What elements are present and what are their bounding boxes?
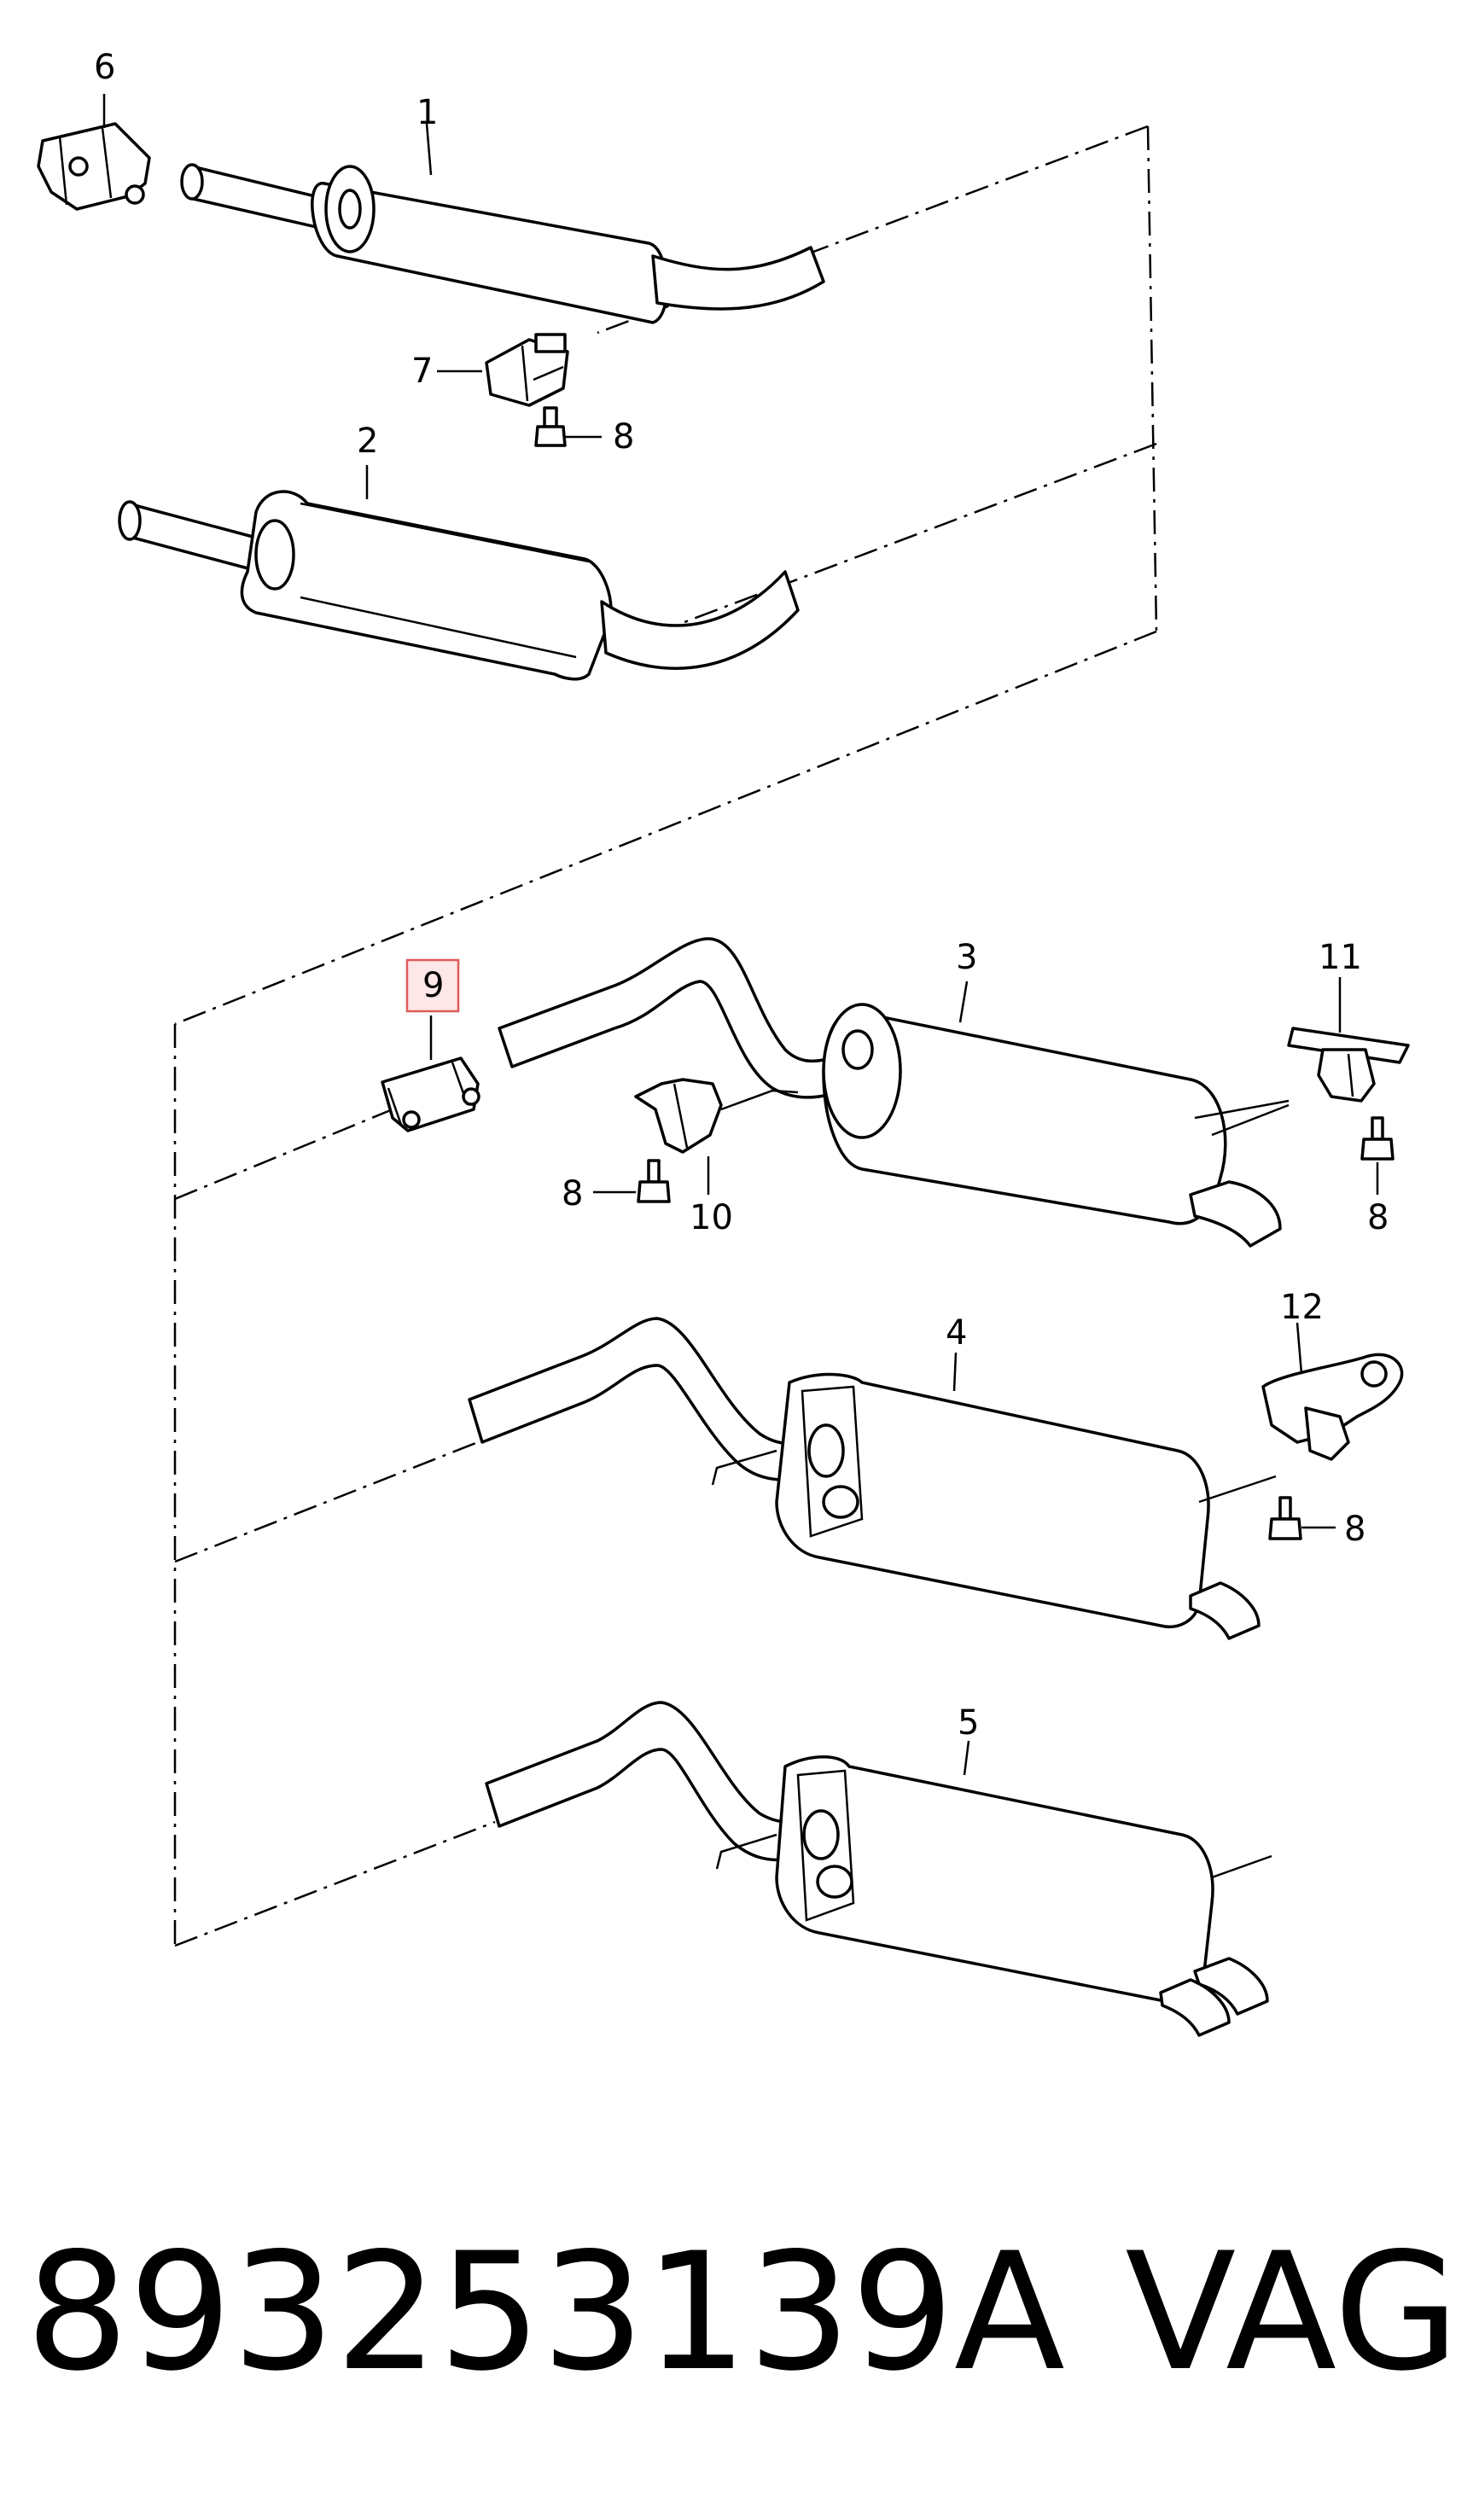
callout-3: 3 xyxy=(956,938,977,977)
callout-labels: 6 1 7 8 2 3 11 9 8 10 8 12 4 8 5 xyxy=(94,48,1389,1743)
callout-2: 2 xyxy=(357,422,378,461)
part-3-rear-muffler xyxy=(498,937,1290,1248)
group-frame-lines xyxy=(173,125,1158,1947)
part-2-front-pipe-muffler xyxy=(118,490,800,681)
callout-8d: 8 xyxy=(1344,1510,1365,1549)
callout-11: 11 xyxy=(1319,938,1362,977)
callout-9-highlight xyxy=(405,958,460,1013)
callout-8a: 8 xyxy=(613,417,634,457)
bolt-8-right xyxy=(1360,1116,1395,1161)
part-5-rear-muffler xyxy=(485,1701,1272,2037)
part-1-front-muffler xyxy=(180,163,825,324)
callout-1: 1 xyxy=(416,93,438,132)
bolt-8-middle xyxy=(637,1159,671,1203)
part-6-clamp xyxy=(37,122,151,211)
footer-caption: 893253139A VAG xyxy=(26,2219,1459,2407)
bolt-8-upper xyxy=(534,406,567,447)
brand-name: VAG xyxy=(1125,2218,1459,2407)
bolt-8-lower xyxy=(1268,1496,1302,1540)
part-9-clamp xyxy=(381,1056,480,1132)
part-7-hanger xyxy=(485,333,569,407)
part-11-bracket xyxy=(1287,1027,1410,1103)
callout-6: 6 xyxy=(94,48,115,87)
callout-4: 4 xyxy=(946,1313,967,1353)
callout-8c: 8 xyxy=(1367,1198,1389,1237)
callout-12: 12 xyxy=(1280,1288,1324,1327)
callout-9: 9 xyxy=(422,966,444,1005)
part-10-hanger xyxy=(634,1078,799,1154)
callout-8b: 8 xyxy=(562,1174,583,1213)
part-12-bracket xyxy=(1261,1353,1404,1461)
leader-lines xyxy=(102,94,1379,1776)
callout-10: 10 xyxy=(690,1198,733,1237)
part-4-rear-muffler xyxy=(468,1317,1277,1640)
part-number: 893253139A xyxy=(26,2218,1065,2407)
callout-5: 5 xyxy=(958,1703,979,1743)
callout-7: 7 xyxy=(411,352,433,391)
